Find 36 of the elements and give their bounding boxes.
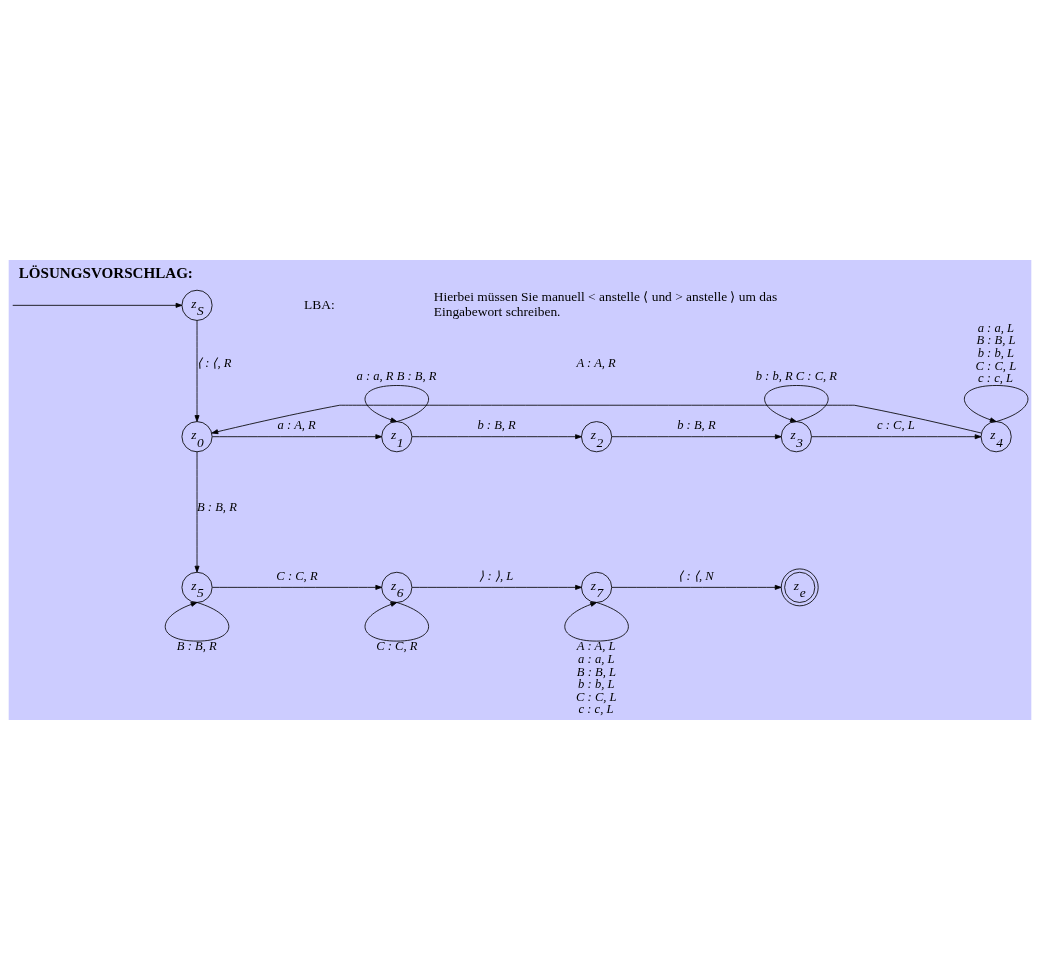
arrow: [211, 584, 383, 590]
label: LBA:: [304, 296, 335, 312]
edge-label: A : A, L a : a, L B : B, L b : b, L C : C, L c : c, L: [576, 638, 617, 716]
edge-label: ⟨ : ⟨, R: [197, 355, 232, 370]
edge-label: b : b, R C : C, R: [755, 368, 838, 383]
edge-label: b : B, R: [477, 417, 516, 432]
edge-label: b : B, R: [677, 417, 716, 432]
edge-label: B : B, R: [176, 638, 217, 653]
arrow: [211, 433, 383, 439]
edge-label: c : C, L: [876, 417, 915, 432]
arrow: [164, 601, 230, 641]
edge-label: ⟨ : ⟨, N: [678, 568, 714, 583]
arrow: [194, 319, 200, 422]
diagram-title: LÖSUNGSVORSCHLAG:: [18, 264, 193, 281]
arrow: [764, 384, 829, 422]
edge-label: A : A, R: [576, 355, 616, 370]
edge-label: a : A, R: [277, 417, 316, 432]
edge-label: a : a, L B : B, L b : b, L C : C, L c : c, L: [975, 320, 1017, 385]
arrow: [564, 601, 629, 641]
arrow: [411, 433, 582, 439]
edge-label: a : a, R B : B, R: [356, 368, 437, 383]
arrow: [611, 584, 782, 590]
edge-label: C : C, R: [376, 638, 418, 653]
arrow: [211, 404, 982, 434]
arrow: [364, 601, 430, 641]
arrow: [194, 450, 200, 572]
arrow: [811, 433, 982, 439]
arrow: [411, 584, 582, 590]
arrow: [12, 302, 183, 308]
arrow: [964, 384, 1029, 422]
label: Hierbei müssen Sie manuell < anstelle ⟨ und > anstelle ⟩ um das Eingabewort schreiben.: [433, 288, 778, 319]
edge-label: C : C, R: [276, 568, 318, 583]
arrow: [364, 384, 430, 422]
edge-label: B : B, R: [197, 499, 237, 514]
arrow: [611, 433, 782, 439]
edge-label: ⟩ : ⟩, L: [479, 568, 514, 583]
